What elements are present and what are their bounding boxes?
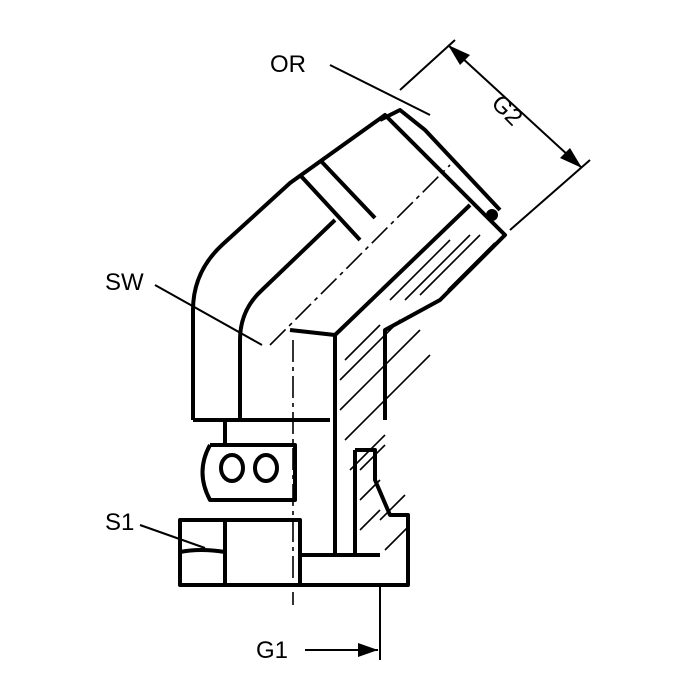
g2-arrow-bottom: [560, 148, 582, 168]
s1-leader: [139, 524, 206, 549]
balls: [219, 453, 279, 483]
bore-edge: [289, 203, 472, 555]
wrench-flat: [298, 158, 377, 242]
or-leader: [329, 64, 431, 116]
label-g1: G1: [256, 637, 288, 664]
label-or: OR: [270, 51, 306, 78]
hex-nut: [178, 518, 302, 587]
g1-arrow: [358, 643, 378, 657]
neck: [193, 418, 330, 445]
nut-section: [300, 448, 410, 587]
g2-arrow-top: [448, 45, 470, 65]
centerline-diagonal: [269, 164, 451, 346]
section-hatching: [339, 234, 481, 551]
label-sw: SW: [105, 269, 144, 296]
g2-dimension-line: [447, 44, 583, 169]
shoulder: [379, 108, 502, 212]
nut-ring: [200, 443, 297, 502]
g2-extension: [399, 39, 591, 231]
o-ring: [486, 209, 498, 221]
elbow-inner-line: [238, 218, 337, 420]
label-s1: S1: [105, 509, 134, 536]
sw-leader: [154, 284, 263, 346]
thread: [439, 234, 506, 301]
label-g2: G2: [486, 90, 528, 132]
